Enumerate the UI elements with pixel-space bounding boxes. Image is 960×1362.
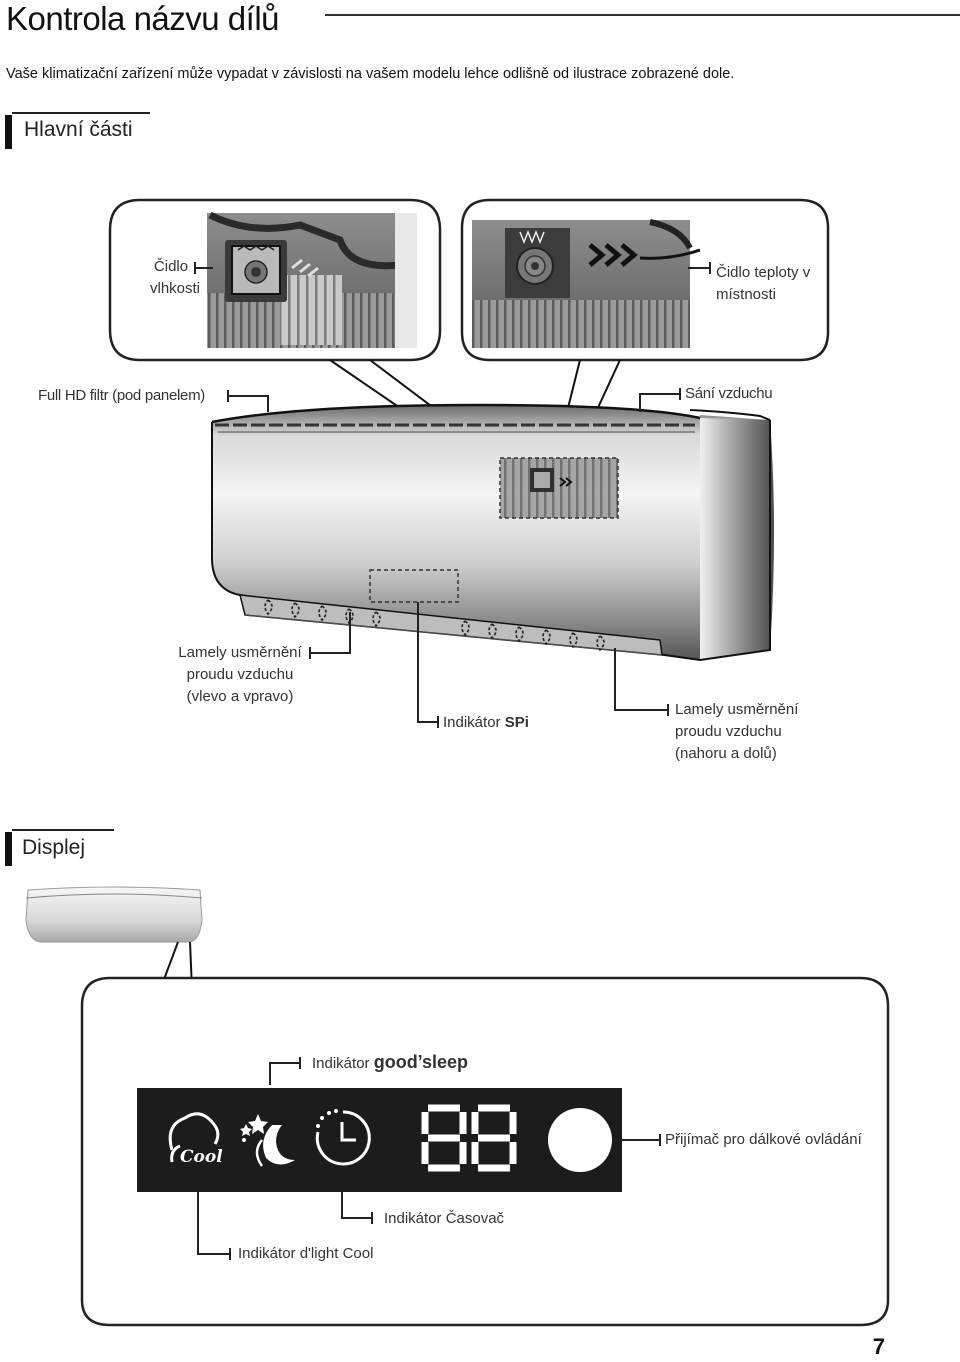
label-ud-blades-line1: Lamely usměrnění <box>675 701 799 718</box>
label-timer-indicator: Indikátor Časovač <box>384 1210 505 1227</box>
section-title-display: Displej <box>22 836 86 859</box>
label-hd-filter: Full HD filtr (pod panelem) <box>38 387 205 404</box>
section-rule-main <box>12 112 150 114</box>
display-illustration <box>25 886 890 1327</box>
label-lr-blades-line3: (vlevo a vpravo) <box>186 688 294 705</box>
cool-text: Cool <box>180 1147 223 1167</box>
main-leader-lines <box>194 262 711 728</box>
label-remote-receiver: Přijímač pro dálkové ovládání <box>665 1131 862 1148</box>
label-lr-blades-line1: Lamely usměrnění <box>178 644 302 661</box>
timer-icon <box>315 1109 371 1166</box>
room-temp-sensor-callout <box>460 198 830 362</box>
page-subtitle: Vaše klimatizační zařízení může vypadat … <box>6 66 735 82</box>
page-number: 7 <box>872 1334 885 1359</box>
seven-segment-display <box>421 1104 517 1172</box>
remote-receiver-window <box>548 1108 612 1172</box>
label-good-sleep-name: good’sleep <box>373 1052 469 1072</box>
indoor-unit <box>211 403 774 662</box>
label-spi-name: SPi <box>504 714 529 731</box>
section-marker-display <box>5 832 12 866</box>
section-title-main-parts: Hlavní části <box>24 118 133 141</box>
label-good-sleep-prefix: Indikátor <box>312 1055 374 1072</box>
section-marker-main <box>5 115 12 149</box>
label-lr-blades-line2: proudu vzduchu <box>186 666 294 683</box>
label-ud-blades: Lamely usměrnění proudu vzduchu (nahoru … <box>675 699 798 765</box>
good-sleep-icon <box>255 1125 295 1167</box>
label-ud-blades-line2: proudu vzduchu <box>675 723 782 740</box>
label-humidity-sensor-line2: vlhkosti <box>150 280 201 297</box>
label-humidity-sensor: Čidlo vlhkosti <box>150 256 201 300</box>
display-leader-lines <box>197 1057 661 1260</box>
label-lr-blades: Lamely usměrnění proudu vzduchu (vlevo a… <box>172 642 308 708</box>
label-spi-indicator: Indikátor SPi <box>443 712 529 734</box>
label-room-temp-sensor-line1: Čidlo teploty v <box>716 264 811 281</box>
dlight-cool-icon <box>168 1112 220 1163</box>
label-room-temp-sensor-line2: místnosti <box>716 286 777 303</box>
stars-icon <box>240 1114 268 1142</box>
label-ud-blades-line3: (nahoru a dolů) <box>675 745 777 762</box>
label-air-intake: Sání vzduchu <box>685 385 773 402</box>
label-spi-prefix: Indikátor <box>443 714 505 731</box>
title-divider <box>325 14 960 16</box>
humidity-sensor-callout <box>108 198 442 362</box>
section-rule-display <box>12 829 114 831</box>
label-dlight-cool-indicator: Indikátor d'light Cool <box>238 1245 374 1262</box>
page-title: Kontrola názvu dílů <box>6 0 280 37</box>
label-room-temp-sensor: Čidlo teploty v místnosti <box>716 262 810 306</box>
label-good-sleep-indicator: Indikátor good’sleep <box>312 1051 468 1075</box>
label-humidity-sensor-line1: Čidlo <box>153 258 189 275</box>
